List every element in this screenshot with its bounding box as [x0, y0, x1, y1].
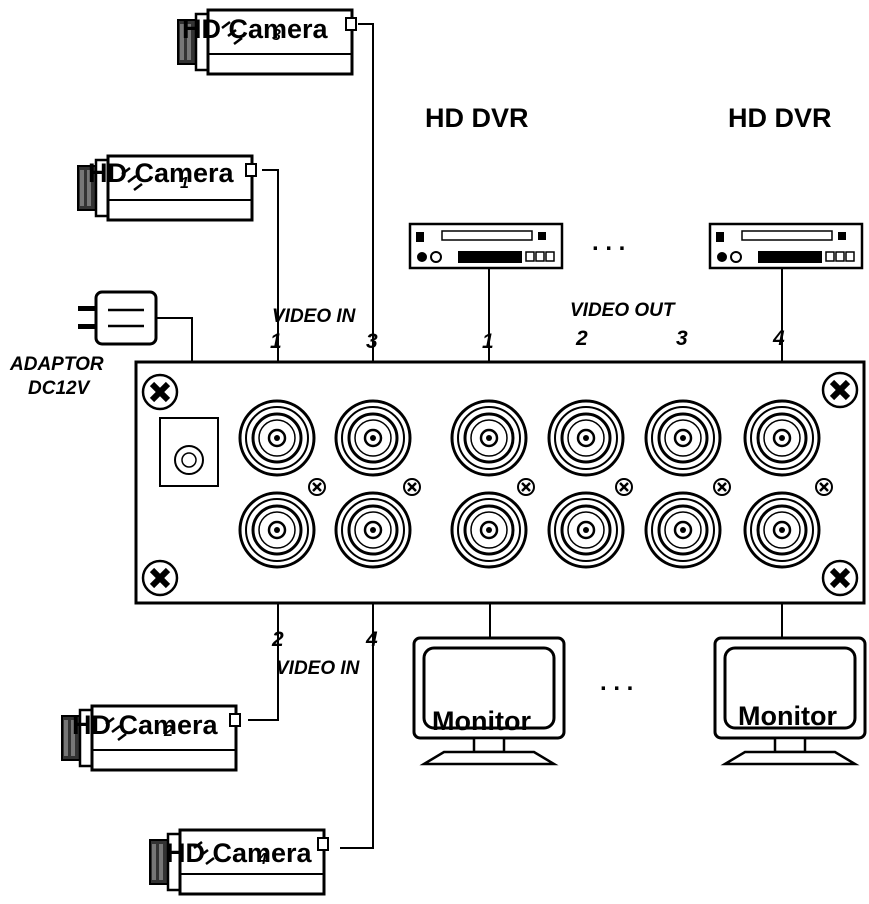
bnc-in-2	[238, 491, 316, 569]
dvr-ellipsis: . . .	[592, 229, 625, 256]
monitor-label: Monitor	[432, 706, 531, 736]
monitor-left: Monitor	[412, 636, 566, 766]
screw-top-right	[823, 373, 857, 407]
camera-index: 1	[180, 175, 189, 192]
small-screw	[712, 477, 732, 497]
in-port-number: 2	[271, 628, 284, 651]
video-out-label: VIDEO OUT	[570, 300, 676, 321]
wire-camera-1	[262, 169, 279, 388]
distribution-amplifier-box	[134, 360, 866, 605]
video-in-top-label: VIDEO IN	[272, 306, 357, 327]
bnc-in-3	[334, 399, 412, 477]
adaptor-label-line2: DC12V	[28, 378, 91, 399]
camera-1: HD Camera 1	[76, 154, 258, 222]
small-screw	[516, 477, 536, 497]
bnc-out-3-top	[644, 399, 722, 477]
bnc-out-2-top	[547, 399, 625, 477]
monitor-right: Monitor	[713, 636, 867, 766]
video-in-bottom-label: VIDEO IN	[276, 658, 361, 679]
dvr-right-label: HD DVR	[728, 103, 832, 133]
camera-label: HD Camera	[72, 710, 219, 740]
camera-label: HD Camera	[166, 838, 313, 868]
bnc-out-1-top	[450, 399, 528, 477]
in-port-number: 4	[365, 628, 378, 651]
monitor-label: Monitor	[738, 701, 837, 731]
dvr-right	[708, 222, 864, 270]
wire-camera-3	[358, 23, 374, 388]
power-adaptor	[78, 290, 158, 346]
camera-4: HD Camera 4	[148, 828, 330, 896]
dvr-left-label: HD DVR	[425, 103, 529, 133]
small-screw	[307, 477, 327, 497]
bnc-in-4	[334, 491, 412, 569]
screw-bottom-left	[143, 561, 177, 595]
bnc-in-1	[238, 399, 316, 477]
camera-3: HD Camera 3	[176, 8, 358, 76]
small-screw	[402, 477, 422, 497]
camera-label: HD Camera	[88, 158, 235, 188]
in-port-number: 3	[366, 330, 378, 353]
small-screw	[614, 477, 634, 497]
out-port-number: 1	[482, 330, 494, 353]
bnc-out-2-bottom	[547, 491, 625, 569]
bnc-out-1-bottom	[450, 491, 528, 569]
camera-index: 2	[163, 723, 173, 740]
bnc-out-3-bottom	[644, 491, 722, 569]
screw-top-left	[143, 375, 177, 409]
camera-2: HD Camera 2	[60, 704, 242, 772]
wire-camera-2	[248, 570, 279, 721]
out-port-number: 4	[772, 327, 785, 350]
screw-bottom-right	[823, 561, 857, 595]
in-port-number: 1	[270, 330, 282, 353]
wire-camera-4	[340, 570, 374, 849]
small-screw	[814, 477, 834, 497]
out-port-number: 2	[575, 327, 588, 350]
dvr-left	[408, 222, 564, 270]
monitor-ellipsis: . . .	[600, 669, 633, 696]
camera-index: 4	[257, 851, 267, 868]
camera-index: 3	[272, 27, 281, 44]
bnc-out-4-bottom	[743, 491, 821, 569]
adaptor-label-line1: ADAPTOR	[9, 354, 104, 375]
camera-label: HD Camera	[182, 14, 329, 44]
bnc-out-4-top	[743, 399, 821, 477]
out-port-number: 3	[676, 327, 688, 350]
